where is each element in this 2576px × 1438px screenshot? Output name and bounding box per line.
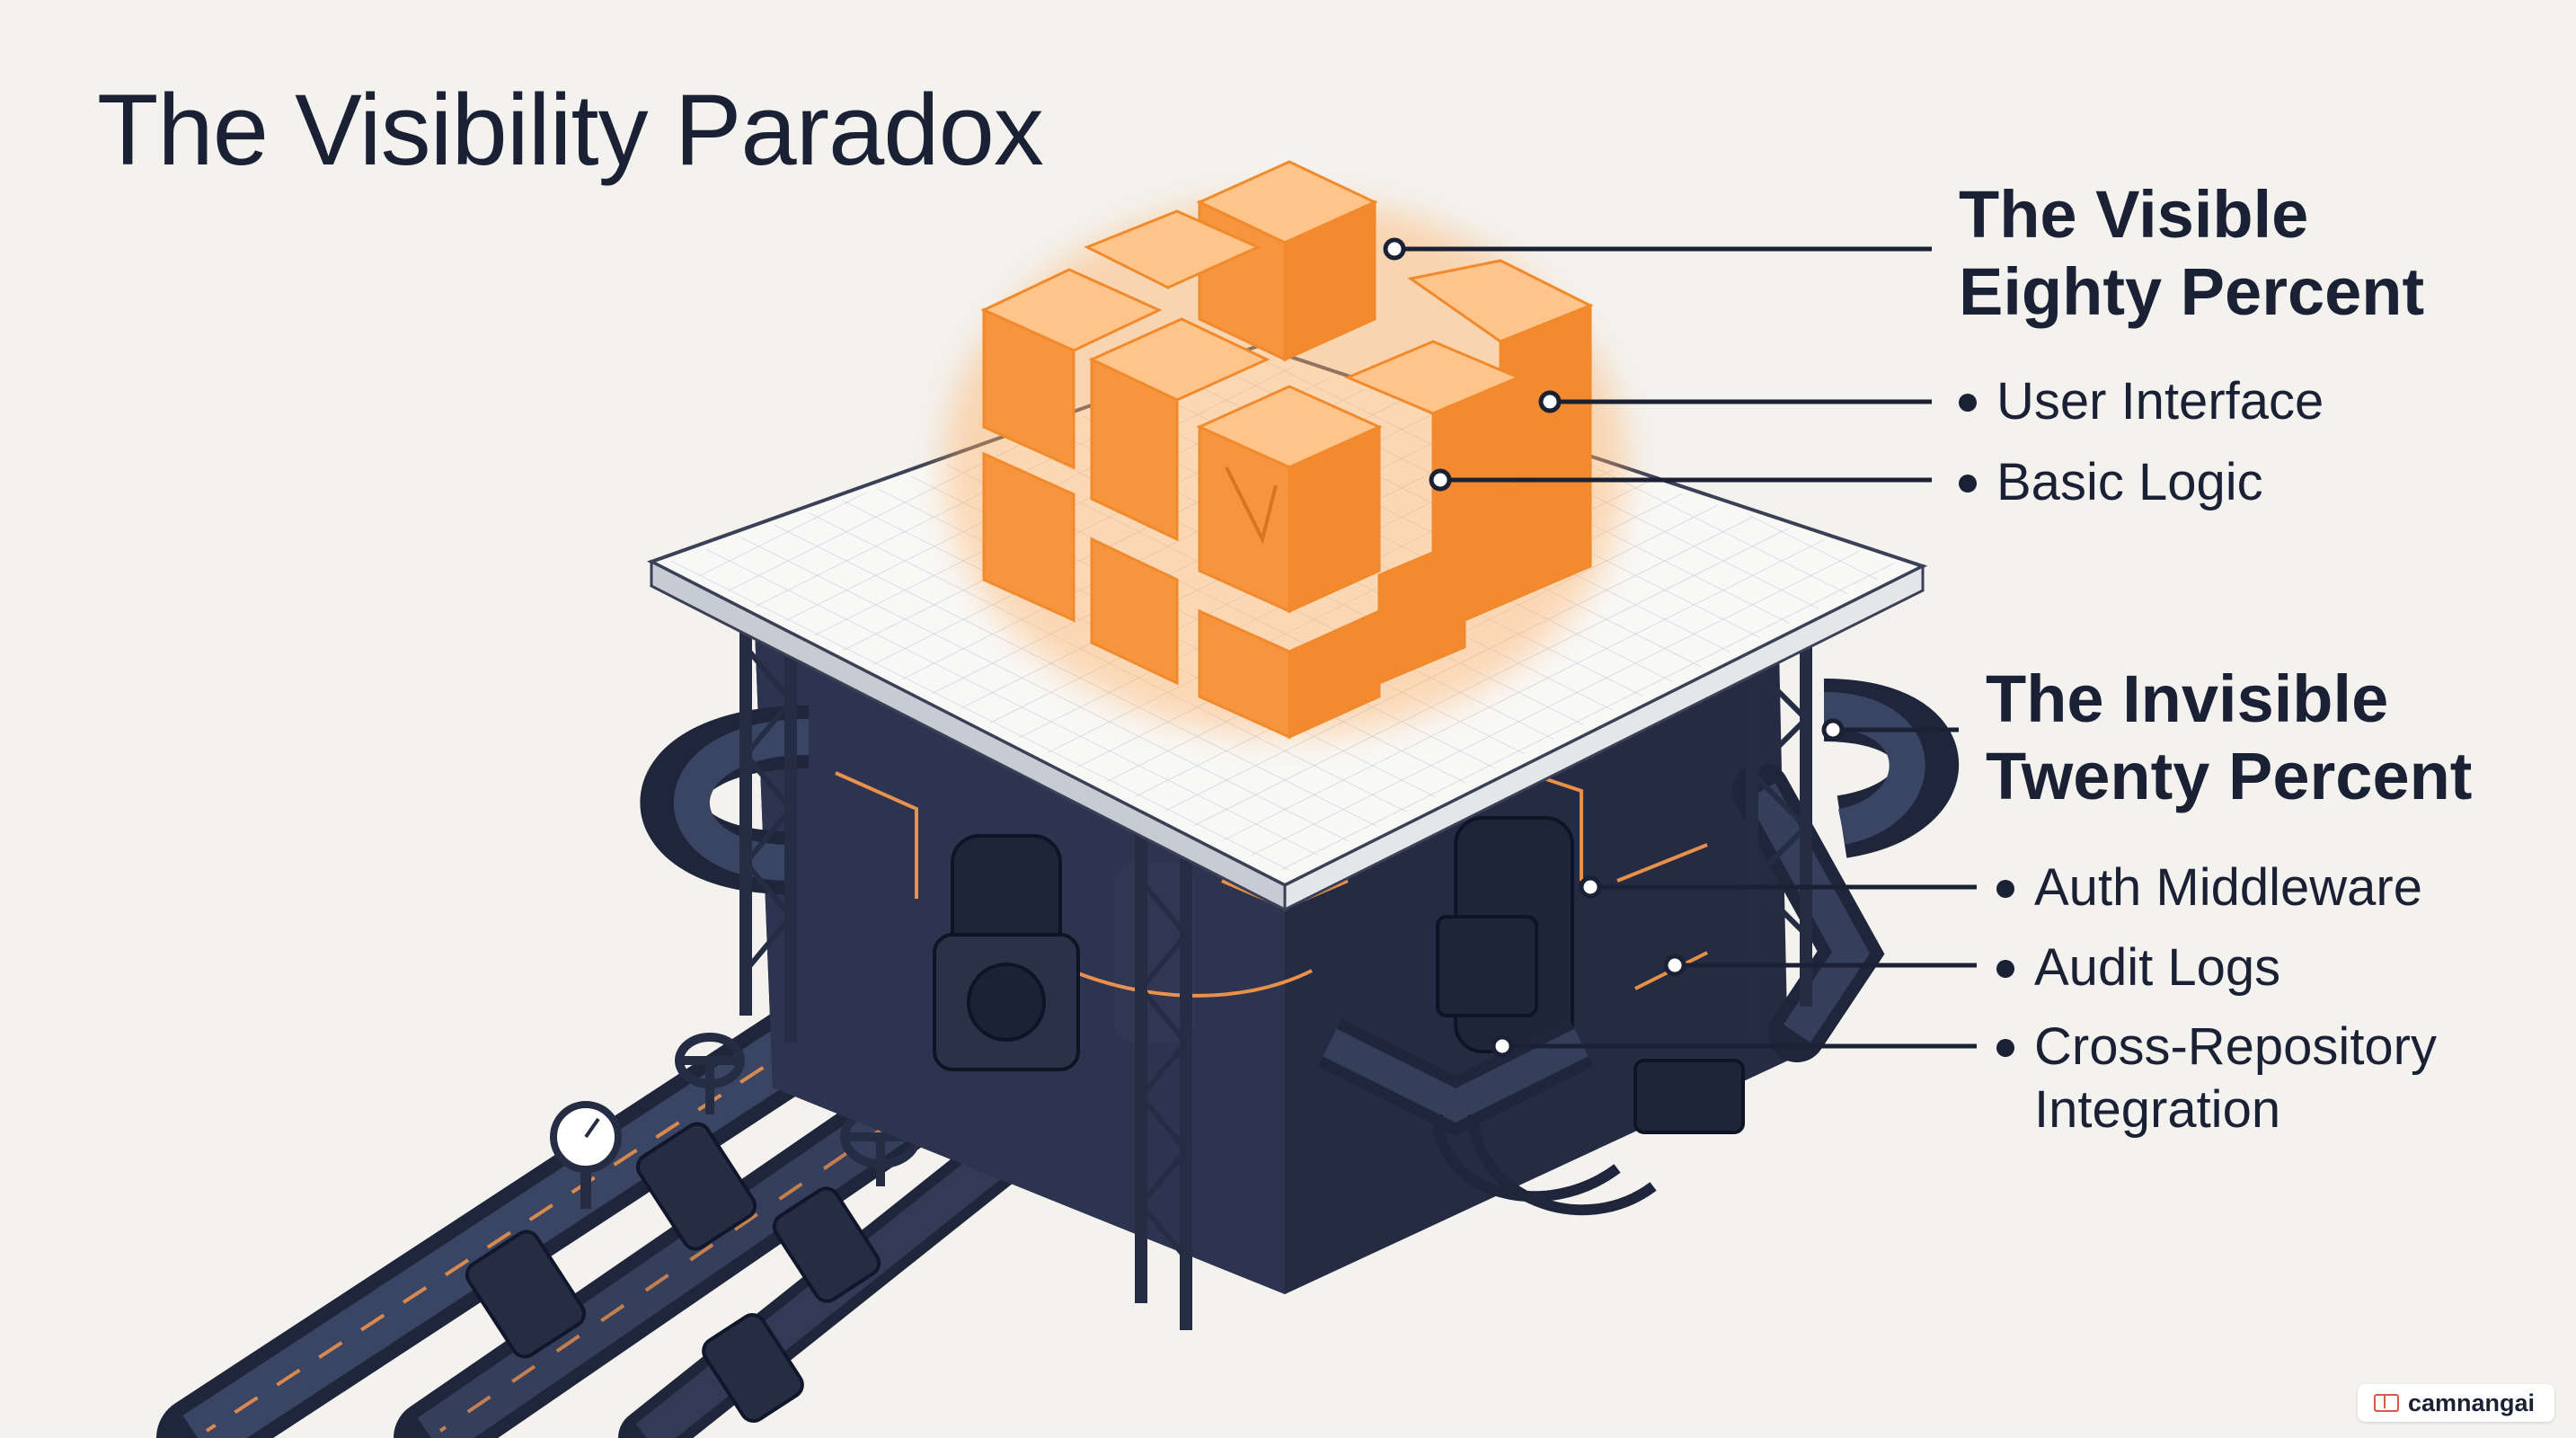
invisible-item-label-line-1: Cross-Repository (2034, 1017, 2437, 1076)
callout-lines (1394, 246, 1977, 1049)
callout-dot-icon (1383, 237, 1845, 1058)
invisible-item-auth-middleware: Auth Middleware (1996, 857, 2422, 919)
book-icon (2373, 1394, 2399, 1412)
invisible-item-cross-repository: Cross-Repository Integration (1996, 1016, 2437, 1141)
machinery-block (640, 629, 1959, 1294)
visible-heading-line-1: The Visible (1959, 177, 2309, 252)
visible-heading: The Visible Eighty Percent (1959, 176, 2424, 331)
invisible-item-audit-logs: Audit Logs (1996, 936, 2280, 999)
visible-item-label: Basic Logic (1996, 453, 2263, 511)
pressure-gauge-icon (550, 1101, 622, 1209)
invisible-item-label: Audit Logs (2034, 938, 2281, 997)
valve-wheel-icon (675, 1033, 745, 1114)
visible-item-basic-logic: Basic Logic (1959, 451, 2263, 514)
page-title: The Visibility Paradox (97, 74, 1044, 186)
orange-cube-icon (943, 160, 1626, 740)
watermark-badge: camnangai (2357, 1384, 2554, 1422)
visible-item-user-interface: User Interface (1959, 370, 2324, 433)
invisible-heading-line-2: Twenty Percent (1986, 739, 2473, 813)
invisible-heading-line-1: The Invisible (1986, 661, 2389, 736)
invisible-item-label-line-2: Integration (2034, 1080, 2281, 1139)
watermark-text: camnangai (2407, 1389, 2535, 1416)
invisible-item-label: Auth Middleware (2034, 858, 2422, 917)
visible-item-label: User Interface (1996, 372, 2324, 431)
invisible-heading: The Invisible Twenty Percent (1986, 661, 2472, 815)
visible-heading-line-2: Eighty Percent (1959, 254, 2425, 329)
